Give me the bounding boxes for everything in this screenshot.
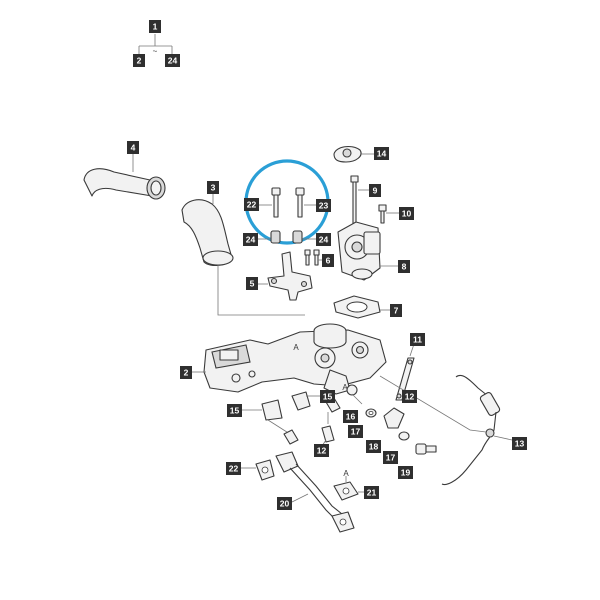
svg-text:17: 17 [351,427,361,437]
part-19-bolt [415,443,437,455]
callout-18[interactable]: 18 [366,440,381,453]
legend-group: 1 ~ 2 24 [133,20,180,67]
callout-17-right[interactable]: 17 [383,451,398,464]
callout-6[interactable]: 6 [322,254,334,267]
svg-text:12: 12 [405,392,415,402]
svg-text:20: 20 [280,499,290,509]
callout-17-left[interactable]: 17 [348,425,363,438]
callout-12-right[interactable]: 12 [402,390,417,403]
callout-13[interactable]: 13 [512,437,527,450]
callout-8[interactable]: 8 [398,260,410,273]
part-2-manifold [192,323,387,395]
svg-text:23: 23 [319,201,329,211]
part-17-washer-a [365,408,377,418]
callout-15-upper[interactable]: 15 [320,390,335,403]
svg-text:19: 19 [401,468,411,478]
callout-21[interactable]: 21 [364,486,379,499]
svg-text:24: 24 [168,56,178,66]
legend-separator: ~ [153,47,158,56]
svg-text:24: 24 [246,235,256,245]
part-4-hose [83,153,166,200]
bolt-23 [295,187,305,218]
callout-3[interactable]: 3 [207,181,219,194]
svg-text:12: 12 [317,446,327,456]
part-15-clip-right [291,391,320,411]
svg-text:6: 6 [326,256,331,266]
callout-19[interactable]: 19 [398,466,413,479]
callout-2[interactable]: 2 [180,366,192,379]
part-22-gasket [241,459,275,481]
part-7-gasket [333,295,390,319]
part-9-long-bolt [350,175,369,229]
part-12-fitting-left [283,429,299,445]
svg-text:10: 10 [402,209,412,219]
callout-10[interactable]: 10 [399,207,414,220]
callout-11[interactable]: 11 [410,333,425,346]
part-18-fitting [383,407,410,441]
svg-text:1: 1 [153,22,158,32]
svg-text:11: 11 [413,335,422,345]
part-3-elbow-hose [181,194,234,267]
part-8-valve [337,221,398,281]
callout-7[interactable]: 7 [390,304,402,317]
callout-20[interactable]: 20 [277,497,292,510]
callout-15-left[interactable]: 15 [227,404,242,417]
part-6-bolts [304,249,322,266]
svg-text:7: 7 [394,306,399,316]
reference-mark-a-gasket: A [343,469,349,478]
callout-9[interactable]: 9 [369,184,381,197]
svg-text:2: 2 [137,56,142,66]
svg-text:13: 13 [515,439,525,449]
callout-22-upper[interactable]: 22 [244,198,259,211]
svg-text:22: 22 [247,200,257,210]
part-12-fitting-mid [321,412,335,447]
svg-text:9: 9 [373,186,378,196]
callout-1[interactable]: 1 [149,20,161,33]
svg-text:15: 15 [230,406,240,416]
callout-5[interactable]: 5 [246,277,258,290]
callout-24-left[interactable]: 24 [243,233,258,246]
spacer-24-left [270,230,281,244]
callout-16[interactable]: 16 [343,410,358,423]
part-20-pipe [275,451,355,533]
svg-text:2: 2 [184,368,189,378]
part-10-bolt [378,204,399,224]
part-14-sensor [333,145,374,163]
callout-24-right[interactable]: 24 [316,233,331,246]
callout-4[interactable]: 4 [127,141,139,154]
reference-mark-a-body: A [293,343,299,352]
svg-text:17: 17 [386,453,396,463]
callout-14[interactable]: 14 [374,147,389,160]
part-15-clip-left [242,399,291,435]
svg-text:15: 15 [323,392,333,402]
bolt-22 [271,187,281,218]
svg-text:8: 8 [402,262,407,272]
reference-mark-a-port: A [342,383,348,392]
svg-text:16: 16 [346,412,356,422]
svg-text:5: 5 [250,279,255,289]
callout-12-lower[interactable]: 12 [314,444,329,457]
callout-23[interactable]: 23 [316,199,331,212]
svg-text:3: 3 [211,183,216,193]
spacer-24-right [292,230,303,244]
callout-2-legend[interactable]: 2 [133,54,145,67]
svg-text:24: 24 [319,235,329,245]
part-5-bracket [258,251,313,301]
svg-text:18: 18 [369,442,379,452]
svg-text:22: 22 [229,464,239,474]
callout-24-legend[interactable]: 24 [165,54,180,67]
svg-text:4: 4 [131,143,136,153]
svg-text:21: 21 [367,488,377,498]
svg-text:14: 14 [377,149,387,159]
callout-22-lower[interactable]: 22 [226,462,241,475]
part-21-gasket [333,476,364,501]
